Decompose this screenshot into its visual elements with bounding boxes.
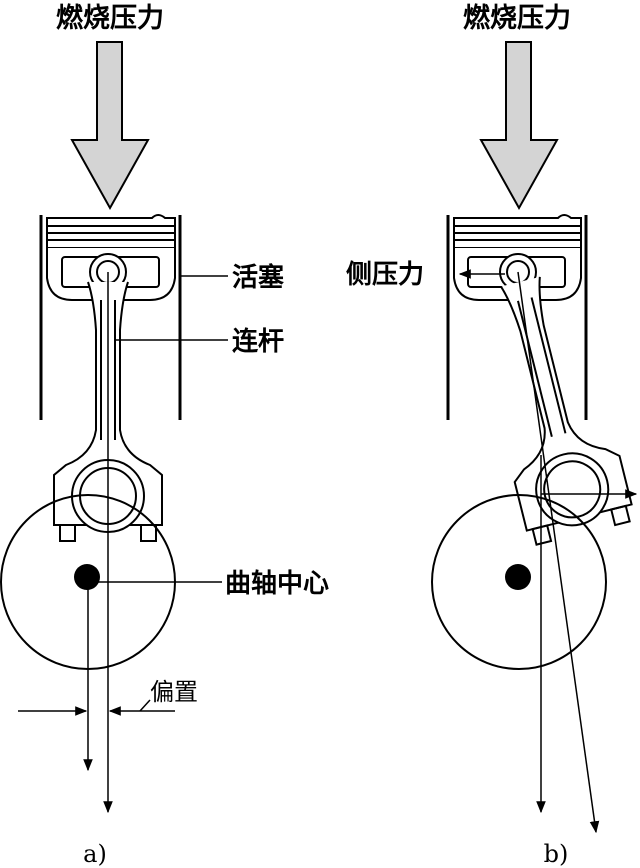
panel-a-rod-label: 连杆 bbox=[232, 327, 284, 357]
panel-a: 燃烧压力 bbox=[0, 3, 329, 868]
panel-b-combustion-arrow bbox=[479, 41, 559, 211]
panel-a-caption: a) bbox=[83, 840, 107, 868]
panel-a-offset-leader bbox=[139, 699, 151, 712]
panel-b-force-label: 燃烧压力 bbox=[463, 3, 571, 34]
panel-b-side-force-label: 侧压力 bbox=[346, 260, 424, 290]
panel-b-crank-circle bbox=[431, 494, 607, 670]
panel-b: 燃烧压力 bbox=[346, 3, 638, 868]
panel-a-piston-label: 活塞 bbox=[232, 262, 284, 293]
panel-b-crank-center-dot bbox=[505, 564, 531, 590]
panel-b-connecting-rod bbox=[500, 276, 633, 546]
panel-a-piston bbox=[46, 214, 176, 301]
panel-b-rod-force-arrow bbox=[517, 271, 600, 834]
panel-b-caption: b) bbox=[544, 840, 569, 868]
panel-a-offset-label: 偏置 bbox=[150, 678, 198, 706]
panel-a-crank-center-label: 曲轴中心 bbox=[225, 569, 329, 599]
panel-a-force-label: 燃烧压力 bbox=[56, 3, 164, 34]
panel-a-crank-center-dot bbox=[74, 564, 100, 590]
panel-a-combustion-arrow bbox=[70, 41, 150, 211]
